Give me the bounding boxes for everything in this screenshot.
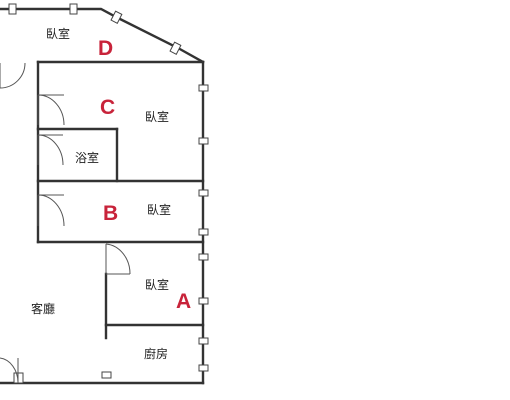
door-bedroom-b (37, 194, 65, 227)
window-jamb (198, 253, 209, 261)
window-jamb (198, 84, 209, 92)
window-jamb (110, 10, 123, 24)
window-jamb (198, 337, 209, 345)
room-markers: D C B A (98, 37, 191, 313)
label-living-room: 客廳 (31, 301, 55, 316)
window-jamb (198, 297, 209, 305)
label-bathroom: 浴室 (75, 150, 99, 165)
window-jamb (69, 3, 78, 15)
window-jamb (198, 364, 209, 372)
window-jamb (8, 3, 17, 15)
door-bedroom-a (105, 243, 131, 275)
doors (0, 62, 131, 384)
marker-c: C (100, 96, 115, 119)
marker-a: A (176, 290, 191, 313)
window-jamb (198, 137, 209, 145)
marker-b: B (103, 202, 118, 225)
label-kitchen: 廚房 (144, 346, 168, 361)
door-bathroom (37, 134, 64, 166)
window-jamb (169, 41, 182, 55)
label-bedroom-a: 臥室 (145, 277, 169, 292)
room-labels: 臥室 臥室 浴室 臥室 客廳 臥室 廚房 (31, 26, 171, 361)
door-entrance (0, 357, 19, 384)
window-jamb (101, 371, 112, 379)
label-bedroom-b: 臥室 (147, 202, 171, 217)
label-bedroom-d: 臥室 (46, 26, 70, 41)
marker-d: D (98, 37, 113, 60)
window-jamb (198, 189, 209, 197)
label-bedroom-c: 臥室 (145, 109, 169, 124)
window-jamb (198, 228, 209, 236)
door-bedroom-c (37, 94, 65, 126)
window-markers (8, 3, 209, 384)
door-bedroom-d (0, 62, 26, 89)
walls (0, 7, 205, 385)
